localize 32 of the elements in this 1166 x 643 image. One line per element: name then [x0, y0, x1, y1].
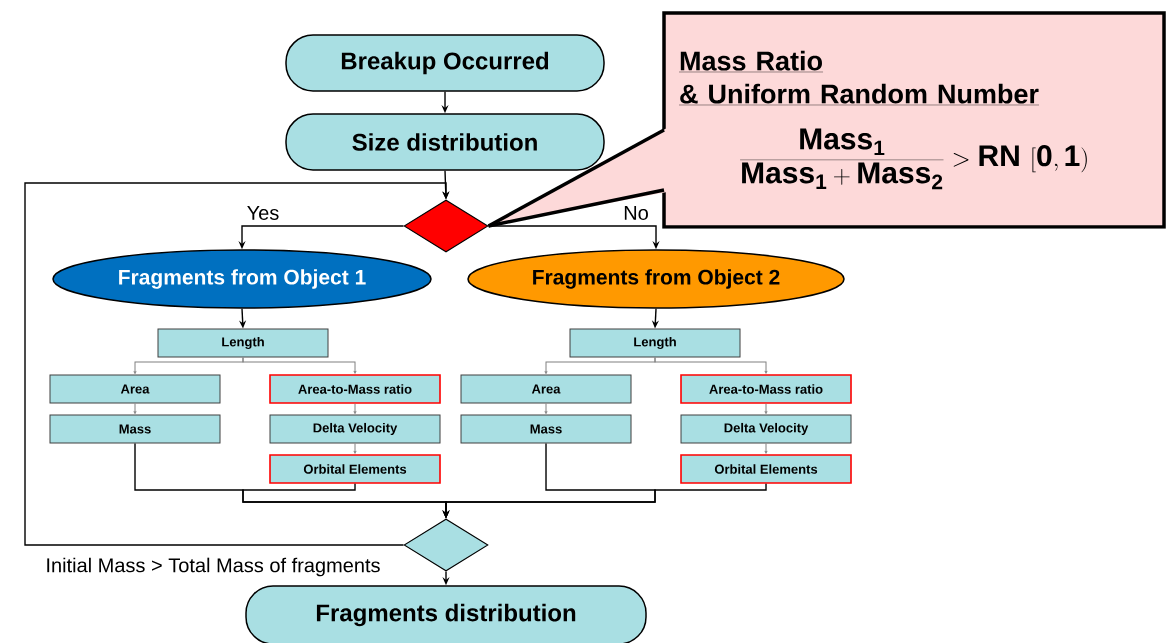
callout-box: Mass Ratio & Uniform Random Number $\frac{\mathbf{Mass}_{\mathbf{1}}}{\mathbf{Mass}_{\mathbf{1}}+\mathbf{Mass}_{\mathbf{2}}}>\mathbf{RN}\ [\mathbf{0},\mathbf{1})$ [662, 11, 1166, 229]
process-box: Area [49, 374, 221, 404]
process-box: Mass [49, 414, 221, 444]
process-oval: Fragments from Object 1 [52, 249, 432, 309]
process-oval: Fragments from Object 2 [467, 249, 845, 309]
edge-label: Initial Mass > Total Mass of fragments [44, 556, 382, 578]
arrow [544, 403, 548, 415]
process-box: Delta Velocity [269, 414, 441, 444]
decision-diamond [403, 518, 489, 572]
arrow [764, 443, 768, 454]
arrow [133, 403, 137, 415]
arrow [353, 403, 357, 415]
process-box: Length [569, 328, 741, 358]
terminal-box: Fragments distribution [245, 585, 647, 643]
edge-label: No [622, 205, 650, 221]
terminal-box: Breakup Occurred [285, 34, 605, 92]
arrow [24, 182, 450, 546]
process-box: Delta Velocity [680, 414, 852, 444]
process-box: Area [460, 374, 632, 404]
arrow [242, 357, 357, 374]
process-box: Area-to-Mass ratio [680, 374, 852, 404]
process-box: Length [157, 328, 329, 358]
decision-diamond [403, 199, 489, 253]
arrow [764, 403, 768, 415]
arrow [654, 357, 768, 374]
arrow [353, 443, 357, 454]
edge-label: Yes [245, 205, 281, 221]
process-box: Orbital Elements [269, 454, 441, 484]
process-box: Mass [460, 414, 632, 444]
terminal-box: Size distribution [285, 113, 605, 171]
process-box: Area-to-Mass ratio [269, 374, 441, 404]
process-box: Orbital Elements [680, 454, 852, 484]
